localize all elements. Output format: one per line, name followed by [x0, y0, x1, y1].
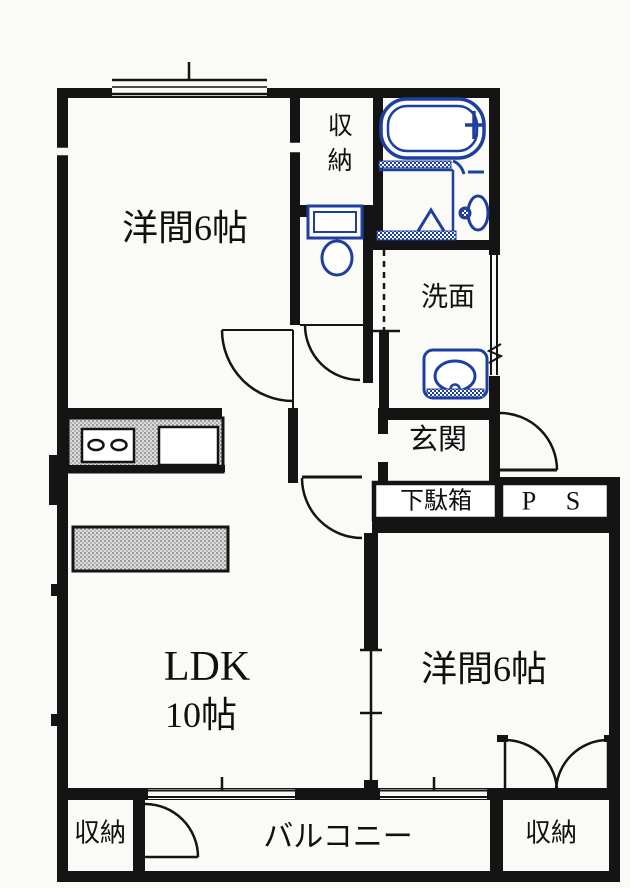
- window-balcony-right: [380, 777, 487, 799]
- wall-ldk-bedroom2: [364, 533, 378, 650]
- wall-balcony-top: [57, 788, 609, 800]
- door-toilet: [300, 324, 363, 382]
- wall-notches: [57, 141, 300, 157]
- wall-entrance-left-b: [378, 462, 388, 483]
- wall-bedroom2-top: [372, 519, 620, 533]
- wall-outer-right-lower: [609, 477, 620, 882]
- window-top: [112, 62, 267, 96]
- label-bedroom-right: 洋間6帖: [420, 649, 548, 690]
- wall-outer-bottom: [57, 871, 620, 882]
- wall-nub-doubledoor-left: [497, 735, 508, 742]
- stove-icon: [80, 427, 136, 464]
- washing-machine-icon: [422, 348, 489, 400]
- toilet-icon: [306, 204, 364, 277]
- wall-outer-top: [57, 88, 500, 98]
- door-storage-right-double: [503, 738, 610, 793]
- bathroom-unit: [376, 97, 490, 241]
- label-pipe-space: P S: [521, 486, 593, 516]
- wall-hall-left: [288, 408, 298, 483]
- wall-washroom-left: [379, 330, 389, 418]
- doors: [144, 250, 610, 859]
- shower-area: [376, 168, 457, 241]
- label-storage-right: 収納: [524, 818, 578, 848]
- window-balcony-left: [148, 777, 295, 799]
- wall-storage-left-right: [133, 800, 145, 871]
- wall-toilet-right: [363, 217, 373, 383]
- accordion-door-washroom: [371, 250, 400, 333]
- label-entrance: 玄関: [408, 423, 468, 456]
- partition-sliding-ldk-bedroom2: [360, 648, 382, 788]
- wall-break-squiggle: [486, 343, 504, 364]
- wall-outer-left: [57, 88, 68, 882]
- wall-nub-left-3: [51, 714, 58, 726]
- kitchen-counter: [66, 416, 225, 474]
- label-washroom: 洗面: [421, 281, 475, 312]
- bath-edge-hatch: [378, 160, 452, 169]
- wall-entrance-top: [378, 408, 500, 420]
- door-bedroom1: [220, 329, 294, 408]
- label-shoe-cabinet: 下駄箱: [400, 488, 472, 515]
- label-bedroom-top: 洋間6帖: [121, 208, 249, 249]
- pipe-space-box: [498, 480, 612, 522]
- label-ldk-size: 10帖: [164, 695, 238, 736]
- wall-nub-left-2: [51, 584, 58, 596]
- door-ldk: [300, 475, 363, 540]
- wall-entrance-left-a: [378, 420, 388, 434]
- bathtub-icon: [379, 97, 486, 160]
- wall-storage-right-left: [490, 793, 503, 871]
- wall-bath-bottom: [373, 240, 500, 250]
- shoe-cabinet-box: [371, 480, 500, 522]
- label-ldk-name: LDK: [163, 643, 251, 690]
- window-washroom-right: [486, 255, 504, 376]
- kitchen-island-counter: [71, 525, 230, 573]
- door-entry: [499, 411, 559, 472]
- label-closet-top: 収納: [324, 112, 352, 182]
- label-storage-left: 収納: [73, 818, 127, 848]
- bath-sink-icon: [458, 194, 490, 232]
- wall-closet-bath: [373, 98, 383, 250]
- sink-icon: [157, 425, 220, 467]
- door-balcony-storage: [144, 802, 200, 859]
- wall-nub-doubledoor-right: [604, 735, 615, 742]
- label-balcony: バルコニー: [263, 820, 413, 854]
- wall-nub-left-1: [49, 455, 58, 505]
